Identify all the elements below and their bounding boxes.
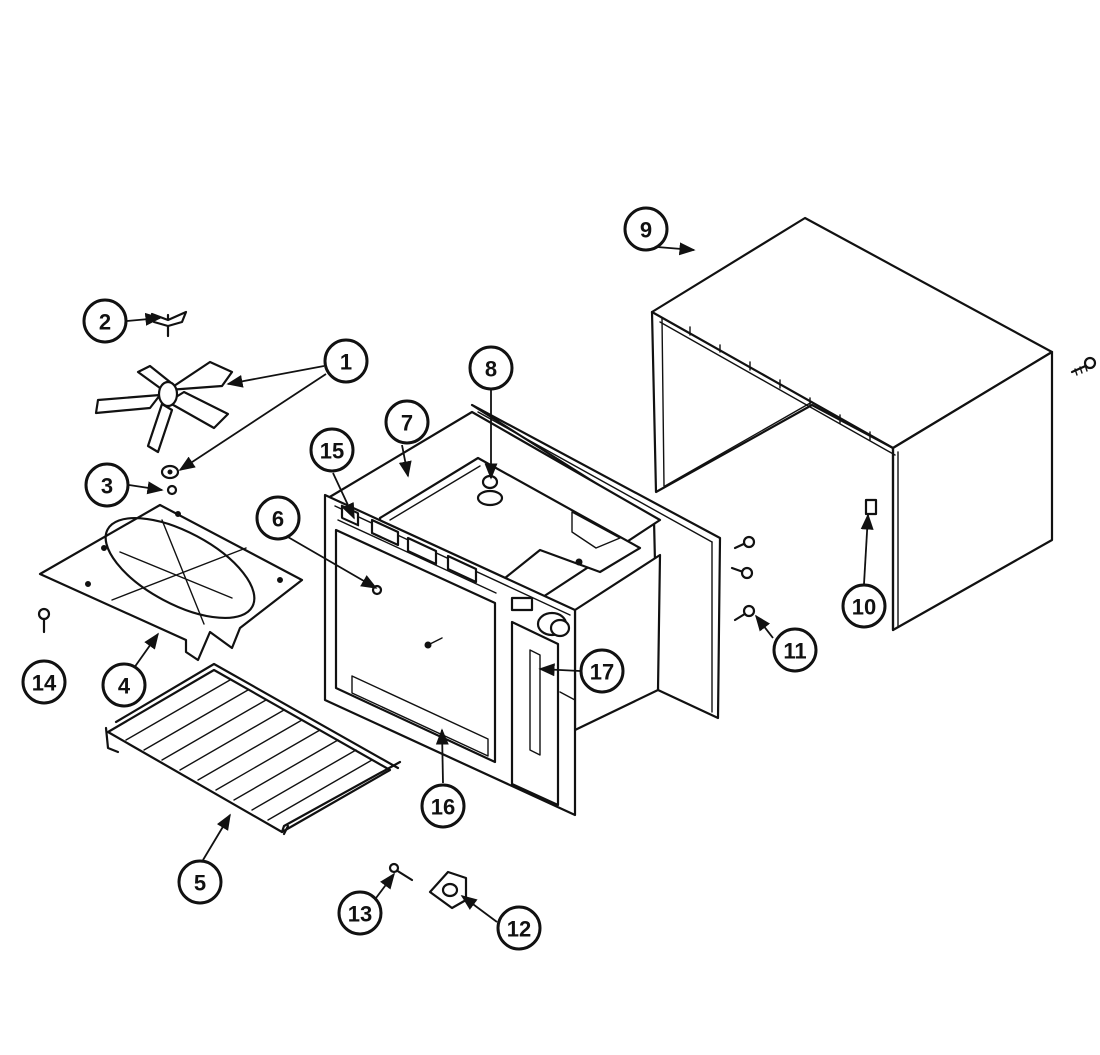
callout-12: 12 xyxy=(496,905,542,951)
callout-13: 13 xyxy=(337,890,383,936)
callout-9: 9 xyxy=(623,206,669,252)
callout-label: 12 xyxy=(507,917,531,942)
callout-label: 11 xyxy=(783,639,806,664)
callout-2: 2 xyxy=(82,298,128,344)
callout-label: 10 xyxy=(852,595,876,620)
callout-14: 14 xyxy=(21,659,67,705)
screw-icon xyxy=(730,566,754,580)
screw-icon xyxy=(733,604,756,622)
callout-5: 5 xyxy=(177,859,223,905)
callout-label: 8 xyxy=(485,357,497,382)
callout-label: 16 xyxy=(431,795,455,820)
callout-label: 15 xyxy=(320,439,344,464)
clip-part xyxy=(864,498,878,516)
callout-label: 7 xyxy=(401,411,413,436)
screw-icon xyxy=(1070,356,1097,376)
callout-label: 17 xyxy=(590,660,614,685)
callout-label: 6 xyxy=(272,507,284,532)
callout-17: 17 xyxy=(579,648,625,694)
callout-16: 16 xyxy=(420,783,466,829)
callout-1: 1 xyxy=(323,338,369,384)
callout-3: 3 xyxy=(84,462,130,508)
oven-rack xyxy=(104,662,402,836)
callout-4: 4 xyxy=(101,662,147,708)
oven-cavity xyxy=(323,403,722,817)
callout-label: 4 xyxy=(118,674,131,699)
callout-8: 8 xyxy=(468,345,514,391)
callout-label: 2 xyxy=(99,310,111,335)
callout-7: 7 xyxy=(384,399,430,445)
callout-6: 6 xyxy=(255,495,301,541)
fan-blade xyxy=(94,360,234,454)
callout-label: 9 xyxy=(640,218,652,243)
fan-cover-plate xyxy=(38,503,304,662)
callout-label: 3 xyxy=(101,474,113,499)
screw-icon xyxy=(388,862,414,882)
outer-cabinet-wrapper xyxy=(650,216,1054,632)
callout-11: 11 xyxy=(772,627,818,673)
bracket xyxy=(428,870,468,910)
screw-icon xyxy=(733,535,756,550)
screw-icon xyxy=(37,607,51,634)
wing-nut-bolt xyxy=(150,310,188,338)
washer xyxy=(160,464,180,496)
callout-15: 15 xyxy=(309,427,355,473)
callout-label: 5 xyxy=(194,871,206,896)
callout-label: 1 xyxy=(340,350,352,375)
callout-10: 10 xyxy=(841,583,887,629)
connector-knob xyxy=(510,596,571,638)
callout-label: 13 xyxy=(348,902,372,927)
callout-label: 14 xyxy=(32,671,57,696)
